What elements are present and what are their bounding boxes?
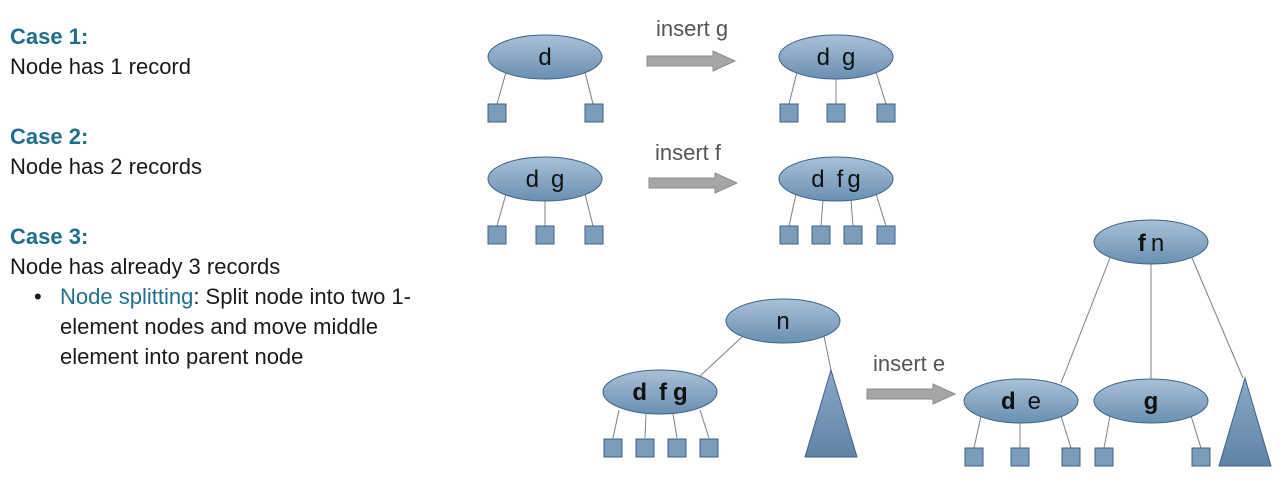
arrow-insert-f-icon xyxy=(648,172,739,194)
leaf-box xyxy=(1191,447,1211,467)
key-g: g xyxy=(1144,388,1159,415)
subtrees xyxy=(804,368,1272,467)
leaf-box xyxy=(584,103,604,123)
arrow-label-insert-e: insert e xyxy=(873,351,945,376)
arrow-insert-g-icon xyxy=(646,50,737,72)
case-2: Case 2: Node has 2 records xyxy=(10,122,450,182)
leaf-box xyxy=(667,438,687,458)
leaf-box xyxy=(1094,447,1114,467)
node-case1-after xyxy=(778,34,894,80)
leaf-box xyxy=(1061,447,1081,467)
key-d: d xyxy=(811,166,824,193)
key-d: d xyxy=(1001,388,1016,415)
case-2-description: Node has 2 records xyxy=(10,154,202,179)
key-d: d xyxy=(526,166,539,193)
node-case3-parent xyxy=(725,298,841,344)
node-case1-before xyxy=(487,34,603,80)
subtree-triangle xyxy=(1218,376,1272,467)
case-3-bullet: • Node splitting: Split node into two 1-… xyxy=(10,282,450,372)
node-case3-full xyxy=(602,369,718,415)
nodes xyxy=(487,34,1209,424)
case-1-title: Case 1: xyxy=(10,24,89,49)
case-1: Case 1: Node has 1 record xyxy=(10,22,450,82)
leaf-box xyxy=(487,225,507,245)
key-d: d xyxy=(632,379,647,406)
case-3-title: Case 3: xyxy=(10,224,89,249)
leaf-box xyxy=(603,438,623,458)
key-n: n xyxy=(1151,230,1164,257)
leaf-box xyxy=(699,438,719,458)
leaf-box xyxy=(876,103,896,123)
leaf-box xyxy=(779,225,799,245)
case-2-title: Case 2: xyxy=(10,124,89,149)
node-case3-root xyxy=(1093,219,1209,265)
key-d: d xyxy=(817,44,830,71)
bullet-text: : Split node into two 1-element nodes an… xyxy=(60,284,411,369)
arrow-label-insert-g: insert g xyxy=(656,16,728,41)
leaf-box xyxy=(635,438,655,458)
case-1-description: Node has 1 record xyxy=(10,54,191,79)
key-g: g xyxy=(673,379,688,406)
leaf-box xyxy=(826,103,846,123)
key-f: f xyxy=(837,166,844,193)
leaf-box xyxy=(876,225,896,245)
node-case2-after xyxy=(778,156,894,202)
key-n: n xyxy=(776,308,789,335)
leaf-box xyxy=(487,103,507,123)
key-e: e xyxy=(1028,388,1041,415)
leaf-box xyxy=(964,447,984,467)
leaf-box xyxy=(779,103,799,123)
leaf-boxes xyxy=(487,103,1211,467)
leaf-box xyxy=(1010,447,1030,467)
arrow-label-insert-f: insert f xyxy=(655,140,722,165)
arrows xyxy=(646,50,957,405)
bullet-term: Node splitting xyxy=(60,284,194,309)
key-f: f xyxy=(1138,230,1147,257)
key-f: f xyxy=(659,379,668,406)
key-g: g xyxy=(847,166,860,193)
key-g: g xyxy=(842,44,855,71)
case-3: Case 3: Node has already 3 records • Nod… xyxy=(10,222,450,372)
case-list: Case 1: Node has 1 record Case 2: Node h… xyxy=(10,22,450,372)
subtree-triangle xyxy=(804,368,858,458)
leaf-box xyxy=(811,225,831,245)
leaf-box xyxy=(535,225,555,245)
leaf-box xyxy=(584,225,604,245)
edges xyxy=(496,71,1244,449)
node-case2-before xyxy=(487,156,603,202)
case-3-description: Node has already 3 records xyxy=(10,254,281,279)
bullet-dot-icon: • xyxy=(34,284,42,309)
key-d: d xyxy=(538,44,551,71)
node-case3-left xyxy=(963,378,1079,424)
arrow-insert-e-icon xyxy=(866,383,957,405)
key-g: g xyxy=(551,166,564,193)
leaf-box xyxy=(843,225,863,245)
node-case3-right xyxy=(1093,378,1209,424)
